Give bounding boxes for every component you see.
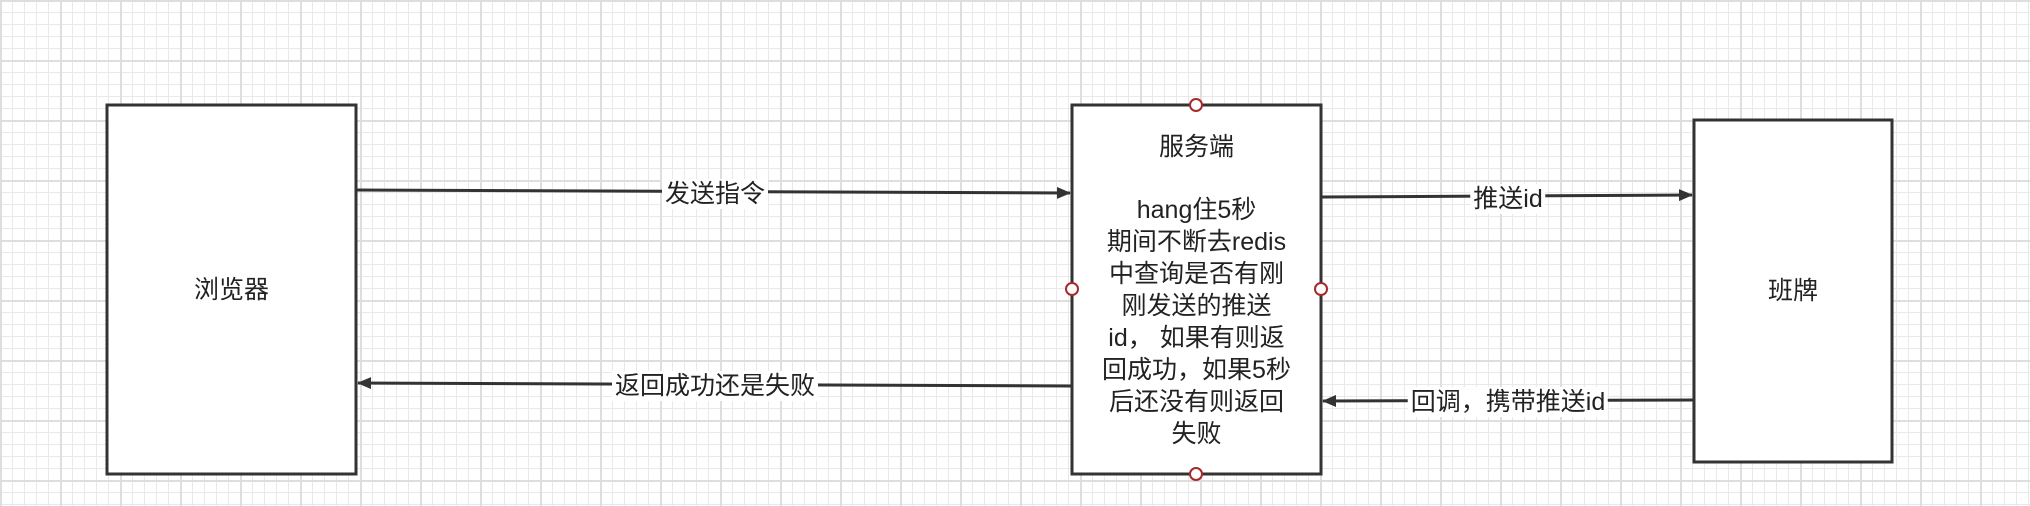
edge-label-callback: 回调，携带推送id	[1407, 387, 1609, 417]
edge-label-return-result: 返回成功还是失败	[611, 371, 819, 401]
board-label: 班牌	[1767, 277, 1818, 305]
server-description: hang住5秒 期间不断去redis 中查询是否有刚 刚发送的推送 id， 如果…	[1102, 196, 1291, 448]
server-handle-top[interactable]	[1189, 98, 1203, 112]
browser-label: 浏览器	[193, 275, 269, 304]
server-handle-bottom[interactable]	[1189, 467, 1203, 481]
server-handle-left[interactable]	[1065, 282, 1079, 296]
server-handle-right[interactable]	[1314, 282, 1328, 296]
edge-label-send-command: 发送指令	[661, 179, 769, 209]
edge-label-push-id: 推送id	[1470, 184, 1546, 214]
server-box[interactable]	[1070, 103, 1323, 476]
board-box[interactable]	[1692, 118, 1894, 464]
server-title: 服务端	[1158, 133, 1234, 161]
browser-box[interactable]	[105, 103, 358, 476]
